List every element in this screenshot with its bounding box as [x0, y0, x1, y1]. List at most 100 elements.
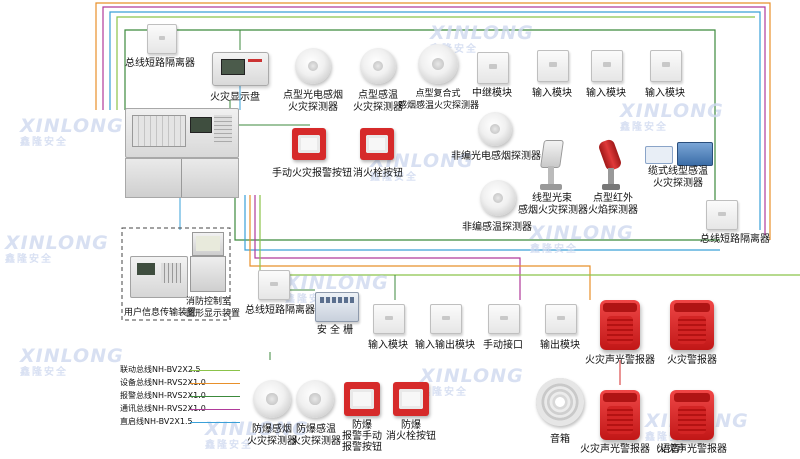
- watermark-logo: XINLONG: [205, 418, 309, 440]
- io-module: [430, 304, 462, 334]
- strobe-alarm-3: [600, 390, 640, 440]
- cable-heat-label: 缆式线型感温 火灾探测器: [648, 166, 708, 189]
- ex-smoke-detector: [253, 380, 291, 418]
- legend-item: 设备总线NH-RVS2X1.0: [120, 378, 240, 389]
- cabinet-door-split: [181, 159, 182, 197]
- photo-smoke-detector: [295, 48, 331, 84]
- lower-bus-3: [254, 195, 521, 300]
- legend-swatch: [190, 409, 240, 410]
- watermark-logo: XINLONG: [620, 100, 724, 122]
- fire-display-panel: [212, 52, 269, 86]
- strobe-alarm-1: [600, 300, 640, 350]
- lower-bus-4: [249, 195, 591, 300]
- ex-heat-label: 防爆感温 火灾探测器: [291, 424, 341, 447]
- composite-detector-label: 点型复合式 感烟感温火灾探测器: [398, 89, 480, 111]
- hydrant-button: [360, 128, 394, 160]
- legend-label: 设备总线NH-RVS2X1.0: [120, 378, 206, 387]
- ir-flame-detector: [597, 138, 624, 192]
- watermark-sub: 鑫隆安全: [285, 294, 333, 305]
- bus-line-purple: [102, 6, 766, 235]
- display-screen: [221, 59, 245, 75]
- watermark-sub: 鑫隆安全: [5, 254, 53, 265]
- strobe-alarm-3-label: 火灾声光警报器（语音）: [580, 444, 690, 455]
- output-module: [545, 304, 577, 334]
- manual-alarm-button: [292, 128, 326, 160]
- ex-manual-alarm-button: [344, 382, 380, 416]
- flame-base: [602, 184, 620, 190]
- graphic-display-label: 消防控制室 图形显示装置: [186, 297, 241, 319]
- manual-interface: [488, 304, 520, 334]
- control-room-dashed-box: [121, 227, 231, 321]
- watermark-logo: XINLONG: [530, 222, 634, 244]
- watermark-sub: 鑫隆安全: [20, 137, 68, 148]
- flame-head: [597, 138, 623, 172]
- cable-legend: 联动总线NH-BV2X2.5 设备总线NH-RVS2X1.0 报警总线NH-RVS2…: [120, 365, 240, 430]
- watermark-sub: 鑫隆安全: [20, 367, 68, 378]
- legend-swatch: [190, 383, 240, 384]
- heat-detector: [360, 48, 396, 84]
- manual-alarm-label: 手动火灾报警按钮: [272, 168, 352, 179]
- photo-smoke-label: 点型光电感烟 火灾探测器: [283, 90, 343, 113]
- beam-detector-label: 线型光束 感烟火灾探测器: [518, 193, 588, 216]
- beam-smoke-detector: [540, 140, 564, 192]
- flame-stem: [608, 168, 614, 184]
- input-module-3-label: 输入模块: [645, 88, 685, 99]
- terminal-monitor: [192, 232, 224, 256]
- watermark-logo: XINLONG: [370, 150, 474, 172]
- bus-isolator-top-label: 总线短路隔离器: [125, 58, 195, 69]
- beam-base: [540, 184, 562, 190]
- input-module-2-label: 输入模块: [586, 88, 626, 99]
- legend-item: 报警总线NH-RVS2X1.0: [120, 391, 240, 402]
- legend-item: 直启线NH-BV2X1.5: [120, 417, 240, 428]
- fire-display-label: 火灾显示盘: [210, 92, 260, 103]
- legend-item: 通讯总线NH-RVS2X1.0: [120, 404, 240, 415]
- user-transmission-unit: [130, 256, 188, 298]
- watermark-sub: 鑫隆安全: [430, 44, 478, 55]
- cable-heat-controller: [645, 146, 673, 164]
- controller-screen: [190, 117, 212, 133]
- ex-hydrant-button: [393, 382, 429, 416]
- lower-bus-1: [234, 195, 720, 241]
- input-module-4: [373, 304, 405, 334]
- watermark-sub: 鑫隆安全: [370, 172, 418, 183]
- legend-label: 联动总线NH-BV2X2.5: [120, 365, 201, 374]
- legend-item: 联动总线NH-BV2X2.5: [120, 365, 240, 376]
- ir-flame-label: 点型红外 火焰探测器: [588, 193, 638, 216]
- bus-line-lime: [116, 16, 755, 110]
- alarm-bus-top: [124, 29, 716, 200]
- watermark-sub: 鑫隆安全: [420, 387, 468, 398]
- watermark-logo: XINLONG: [20, 345, 124, 367]
- nonaddr-smoke-label: 非编光电感烟探测器: [451, 151, 541, 162]
- watermark-logo: XINLONG: [430, 22, 534, 44]
- lower-bus-2: [244, 195, 720, 251]
- manual-interface-label: 手动接口: [483, 340, 523, 351]
- hydrant-button-label: 消火栓按钮: [353, 168, 403, 179]
- nonaddr-heat-detector: [480, 180, 516, 216]
- legend-label: 通讯总线NH-RVS2X1.0: [120, 404, 206, 413]
- bus-isolator-right: [706, 200, 738, 230]
- input-module-1-label: 输入模块: [532, 88, 572, 99]
- io-module-label: 输入输出模块: [415, 340, 475, 351]
- transmission-keys: [161, 263, 181, 283]
- strobe-alarm-2: [670, 300, 714, 350]
- speaker-label: 音箱: [550, 434, 570, 445]
- user-transmission-label: 用户信息传输装置: [124, 308, 197, 318]
- heat-detector-label: 点型感温 火灾探测器: [353, 90, 403, 113]
- transmission-screen: [137, 263, 155, 275]
- barrier-terminals: [320, 297, 354, 303]
- watermark-sub: 鑫隆安全: [530, 244, 578, 255]
- relay-module-label: 中继模块: [472, 88, 512, 99]
- indicator-led: [248, 59, 262, 62]
- beam-head: [540, 140, 564, 168]
- graphic-display-terminal: [190, 232, 226, 292]
- bus-isolator-bottom: [258, 270, 290, 300]
- strobe-alarm-2-label: 火灾警报器: [667, 355, 717, 366]
- watermark-logo: XINLONG: [285, 272, 389, 294]
